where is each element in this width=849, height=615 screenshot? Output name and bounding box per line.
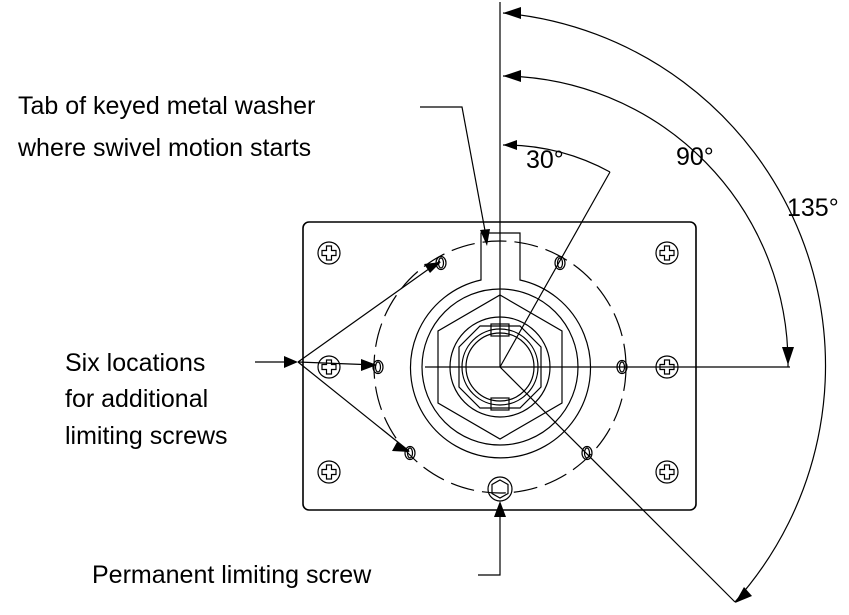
- hex-nut: [437, 294, 563, 440]
- mounting-screw-mid-left: [317, 355, 341, 379]
- six-leader-arrow: [284, 356, 298, 368]
- mounting-screw-bottom-left: [317, 460, 341, 484]
- arc-135-degrees: [502, 12, 827, 603]
- arc-90-degrees: [502, 75, 789, 368]
- six-label-line1: Six locations: [65, 349, 205, 377]
- permanent-leader-arrow: [494, 501, 506, 517]
- arrow-135-top: [503, 7, 521, 19]
- six-arrow-upper: [424, 262, 441, 273]
- mounting-screw-top-left: [317, 241, 341, 265]
- line-135-degrees: [499, 366, 736, 603]
- tab-label-line1: Tab of keyed metal washer: [18, 92, 315, 120]
- permanent-limiting-screw: [487, 476, 513, 502]
- line-30-degrees: [499, 171, 611, 368]
- permanent-label: Permanent limiting screw: [92, 561, 372, 589]
- six-pointer-lines: [297, 260, 441, 452]
- permanent-leader: [478, 505, 501, 576]
- mounting-screw-bottom-right: [655, 460, 679, 484]
- six-label-line2: for additional: [65, 385, 208, 413]
- tab-leader: [420, 106, 487, 237]
- tab-leader-arrow: [480, 229, 490, 246]
- angle-label-30: 30°: [526, 146, 564, 174]
- six-arrow-middle: [361, 359, 377, 371]
- angle-label-135: 135°: [787, 194, 839, 222]
- shaft-octagon: [458, 325, 542, 409]
- arrow-90-right: [782, 347, 794, 365]
- angle-label-90: 90°: [676, 143, 714, 171]
- six-label-line3: limiting screws: [65, 422, 228, 450]
- arrow-90-top: [503, 70, 521, 82]
- arrow-30-degrees: [503, 140, 517, 150]
- mounting-screw-top-right: [655, 241, 679, 265]
- tab-label-line2: where swivel motion starts: [17, 134, 311, 162]
- six-arrow-lower: [392, 442, 410, 452]
- keyed-washer: [409, 232, 592, 459]
- arrow-135-bottom: [735, 587, 752, 603]
